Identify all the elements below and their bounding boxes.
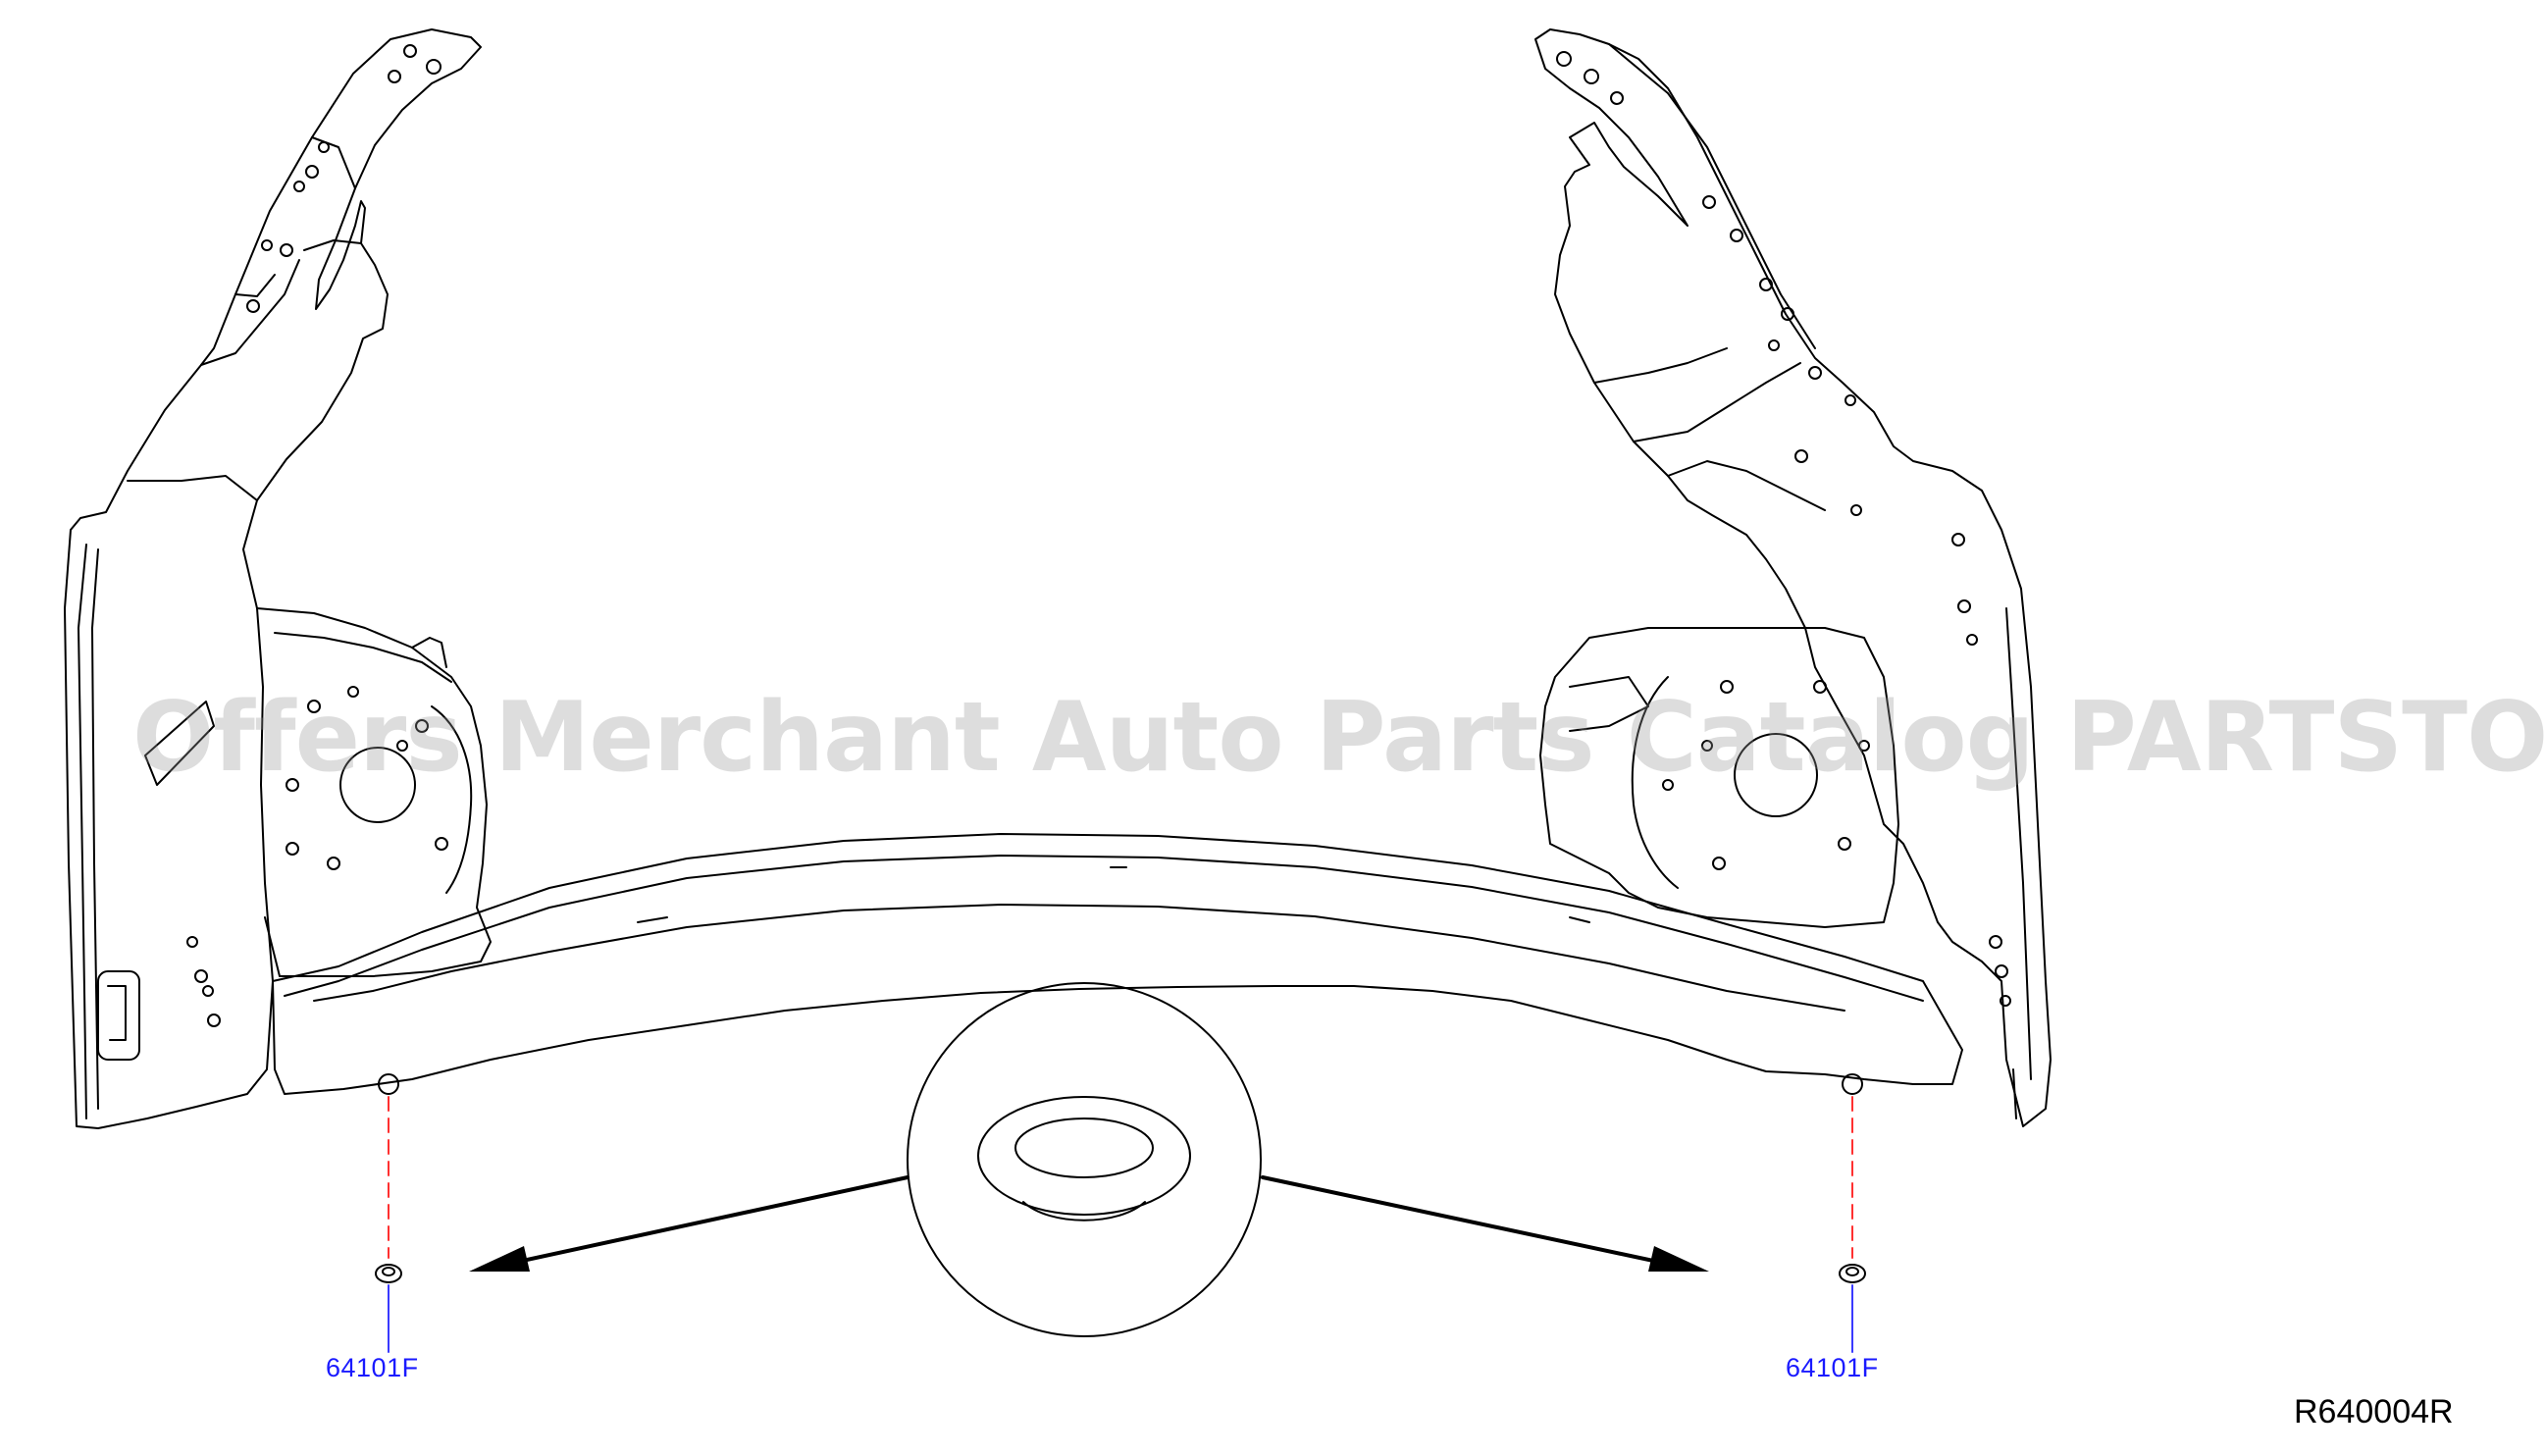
grommet-right-icon[interactable] — [1839, 1264, 1866, 1283]
part-callout-left[interactable]: 64101F — [326, 1353, 419, 1382]
left-fender-apron — [64, 28, 492, 1129]
grommet-detail-bubble — [907, 982, 1262, 1337]
leader-lines — [388, 1096, 1853, 1353]
grommet-left-icon[interactable] — [375, 1264, 402, 1283]
part-callout-right[interactable]: 64101F — [1786, 1353, 1879, 1382]
front-cross-member — [272, 833, 1963, 1095]
right-fender-apron — [1534, 28, 2052, 1127]
arrow-head-left-icon — [469, 1246, 530, 1272]
detail-arrows — [489, 1175, 1688, 1270]
figure-code: R640004R — [2294, 1393, 2454, 1430]
arrow-head-right-icon — [1648, 1246, 1709, 1272]
